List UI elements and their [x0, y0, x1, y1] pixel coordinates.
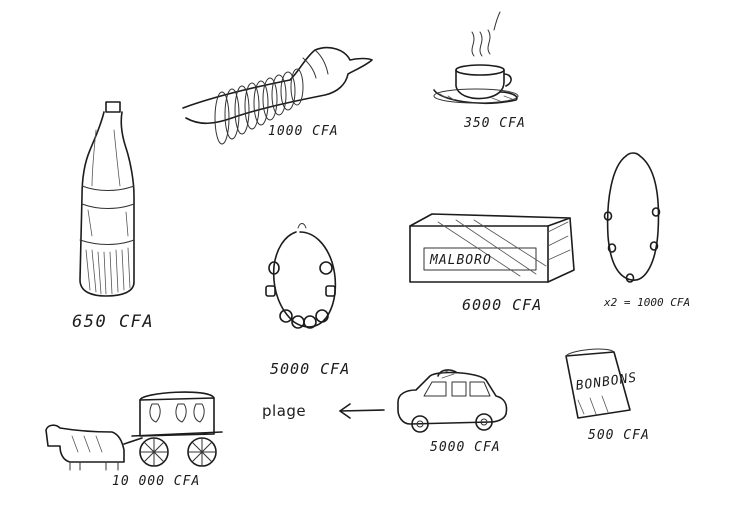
cart-price-label: 10 000 CFA — [112, 474, 201, 489]
necklace-sketch — [265, 223, 337, 329]
bracelets-arm-sketch — [182, 46, 373, 145]
cigarette-carton-sketch: MALBORO — [409, 213, 575, 283]
bracelets-price-label: 1000 CFA — [268, 124, 339, 139]
long-necklace-price-label: x2 = 1000 CFA — [604, 296, 691, 309]
cigarettes-price-label: 6000 CFA — [462, 296, 543, 314]
coffee-cup-sketch — [433, 11, 519, 105]
taxi-car-sketch — [397, 369, 508, 433]
taxi-price-label: 5000 CFA — [430, 440, 501, 455]
long-necklace-sketch — [603, 152, 661, 283]
cigarette-brand-label: MALBORO — [429, 253, 492, 268]
candy-price-label: 500 CFA — [588, 428, 650, 443]
water-bottle-sketch — [79, 101, 135, 297]
bottle-price-label: 650 CFA — [72, 312, 155, 332]
candy-brand-label: BONBONS — [575, 370, 638, 393]
beach-label: plage — [262, 402, 307, 420]
candy-bag-sketch: BONBONS — [565, 348, 638, 419]
animal-cart-sketch — [45, 391, 223, 471]
arrow-to-beach — [339, 403, 385, 419]
necklace-price-label: 5000 CFA — [270, 360, 351, 378]
coffee-price-label: 350 CFA — [464, 116, 526, 131]
